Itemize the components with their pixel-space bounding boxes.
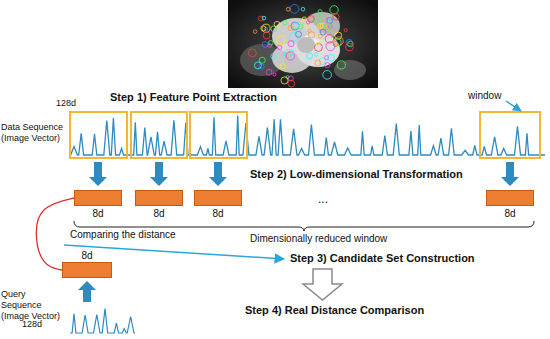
feature-point	[316, 42, 319, 45]
feature-point	[262, 16, 266, 20]
feature-point	[298, 24, 303, 29]
reduced-window-box: 8d	[62, 262, 112, 278]
step-title: Step 4) Real Distance Comparison	[245, 304, 424, 317]
feature-point	[318, 10, 322, 14]
feature-point	[286, 52, 294, 60]
dimension-label: 8d	[504, 208, 515, 220]
feature-point	[261, 26, 266, 31]
window-box	[190, 112, 247, 158]
feature-point	[269, 41, 274, 46]
feature-point	[318, 23, 323, 28]
compare-arrow	[64, 245, 284, 259]
feature-photo	[228, 0, 378, 88]
window-box	[480, 112, 540, 158]
feature-point	[320, 29, 326, 35]
feature-point	[327, 18, 333, 24]
flow-arrow	[303, 269, 342, 300]
down-arrow	[209, 162, 227, 186]
feature-point	[262, 42, 268, 48]
feature-point	[288, 25, 293, 30]
reduced-window-box: 8d	[194, 190, 242, 206]
feature-point	[346, 43, 354, 51]
window-box	[131, 112, 187, 158]
feature-point	[276, 36, 285, 45]
dimension-label: 128d	[22, 319, 42, 330]
feature-point	[326, 42, 335, 51]
feature-point	[253, 30, 257, 34]
photo-center	[297, 37, 315, 53]
feature-point	[323, 70, 332, 79]
feature-point	[274, 21, 280, 27]
sequence-label: Data Sequence (Image Vector)	[1, 122, 67, 144]
feature-point	[254, 62, 261, 69]
feature-point	[263, 32, 270, 39]
feature-point	[335, 37, 344, 46]
dimension-label: 8d	[92, 208, 103, 220]
feature-point	[325, 63, 330, 68]
feature-point	[293, 23, 298, 28]
feature-point	[290, 5, 299, 14]
window-label: window	[468, 90, 501, 102]
photo-ground	[228, 0, 378, 88]
dimension-label: 8d	[153, 208, 164, 220]
dimension-label: 128d	[56, 98, 76, 109]
feature-point	[280, 64, 285, 69]
waveforms	[70, 115, 545, 333]
dimension-label: 8d	[212, 208, 223, 220]
distance-link	[36, 198, 74, 270]
feature-point	[333, 14, 339, 20]
photo-petal	[334, 60, 366, 80]
step-title: Step 1) Feature Point Extraction	[110, 91, 277, 104]
feature-point	[273, 73, 276, 76]
down-arrow	[501, 162, 519, 186]
feature-point	[302, 17, 306, 21]
feature-point	[266, 69, 272, 75]
feature-point	[271, 54, 277, 60]
feature-point	[328, 54, 335, 61]
feature-point	[308, 16, 315, 23]
feature-point	[325, 23, 331, 29]
feature-point	[286, 7, 290, 11]
down-arrow	[89, 162, 107, 186]
feature-point	[284, 49, 292, 57]
feature-point	[288, 41, 294, 47]
feature-point	[283, 21, 287, 25]
feature-point	[306, 53, 312, 59]
feature-point	[344, 29, 347, 32]
reduced-window-box: 8d	[135, 190, 183, 206]
feature-point	[281, 77, 288, 84]
up-arrow	[78, 281, 96, 302]
down-arrow	[150, 162, 168, 186]
arrow-label: Comparing the distance	[70, 229, 176, 241]
feature-point	[296, 31, 302, 37]
feature-point	[314, 53, 318, 57]
reduced-window-box: 8d	[74, 190, 122, 206]
step-title: Step 3) Candidate Set Construction	[290, 252, 475, 265]
connectors	[36, 198, 74, 270]
feature-point	[314, 17, 320, 23]
window-leader	[506, 101, 521, 111]
query-waveform	[70, 309, 135, 333]
feature-point	[248, 49, 256, 57]
windows	[70, 112, 540, 158]
reduced-window-box: 8d	[486, 190, 534, 206]
feature-point	[288, 80, 295, 87]
feature-point	[330, 6, 338, 14]
feature-point	[337, 61, 345, 69]
feature-point	[315, 60, 321, 66]
bracket-label: Dimensionally reduced window	[250, 233, 387, 245]
step-title: Step 2) Low-dimensional Transformation	[250, 168, 463, 181]
data-waveform	[70, 115, 545, 155]
feature-points	[248, 5, 353, 87]
dimension-label: 8d	[81, 250, 92, 262]
feature-point	[301, 7, 305, 11]
window-box	[70, 112, 127, 158]
sequence-label: Query Sequence (Image Vector)	[1, 289, 67, 321]
ellipsis: ...	[318, 192, 328, 206]
feature-point	[314, 43, 322, 51]
feature-point	[346, 40, 352, 46]
feature-point	[308, 29, 311, 32]
feature-point	[278, 45, 282, 49]
